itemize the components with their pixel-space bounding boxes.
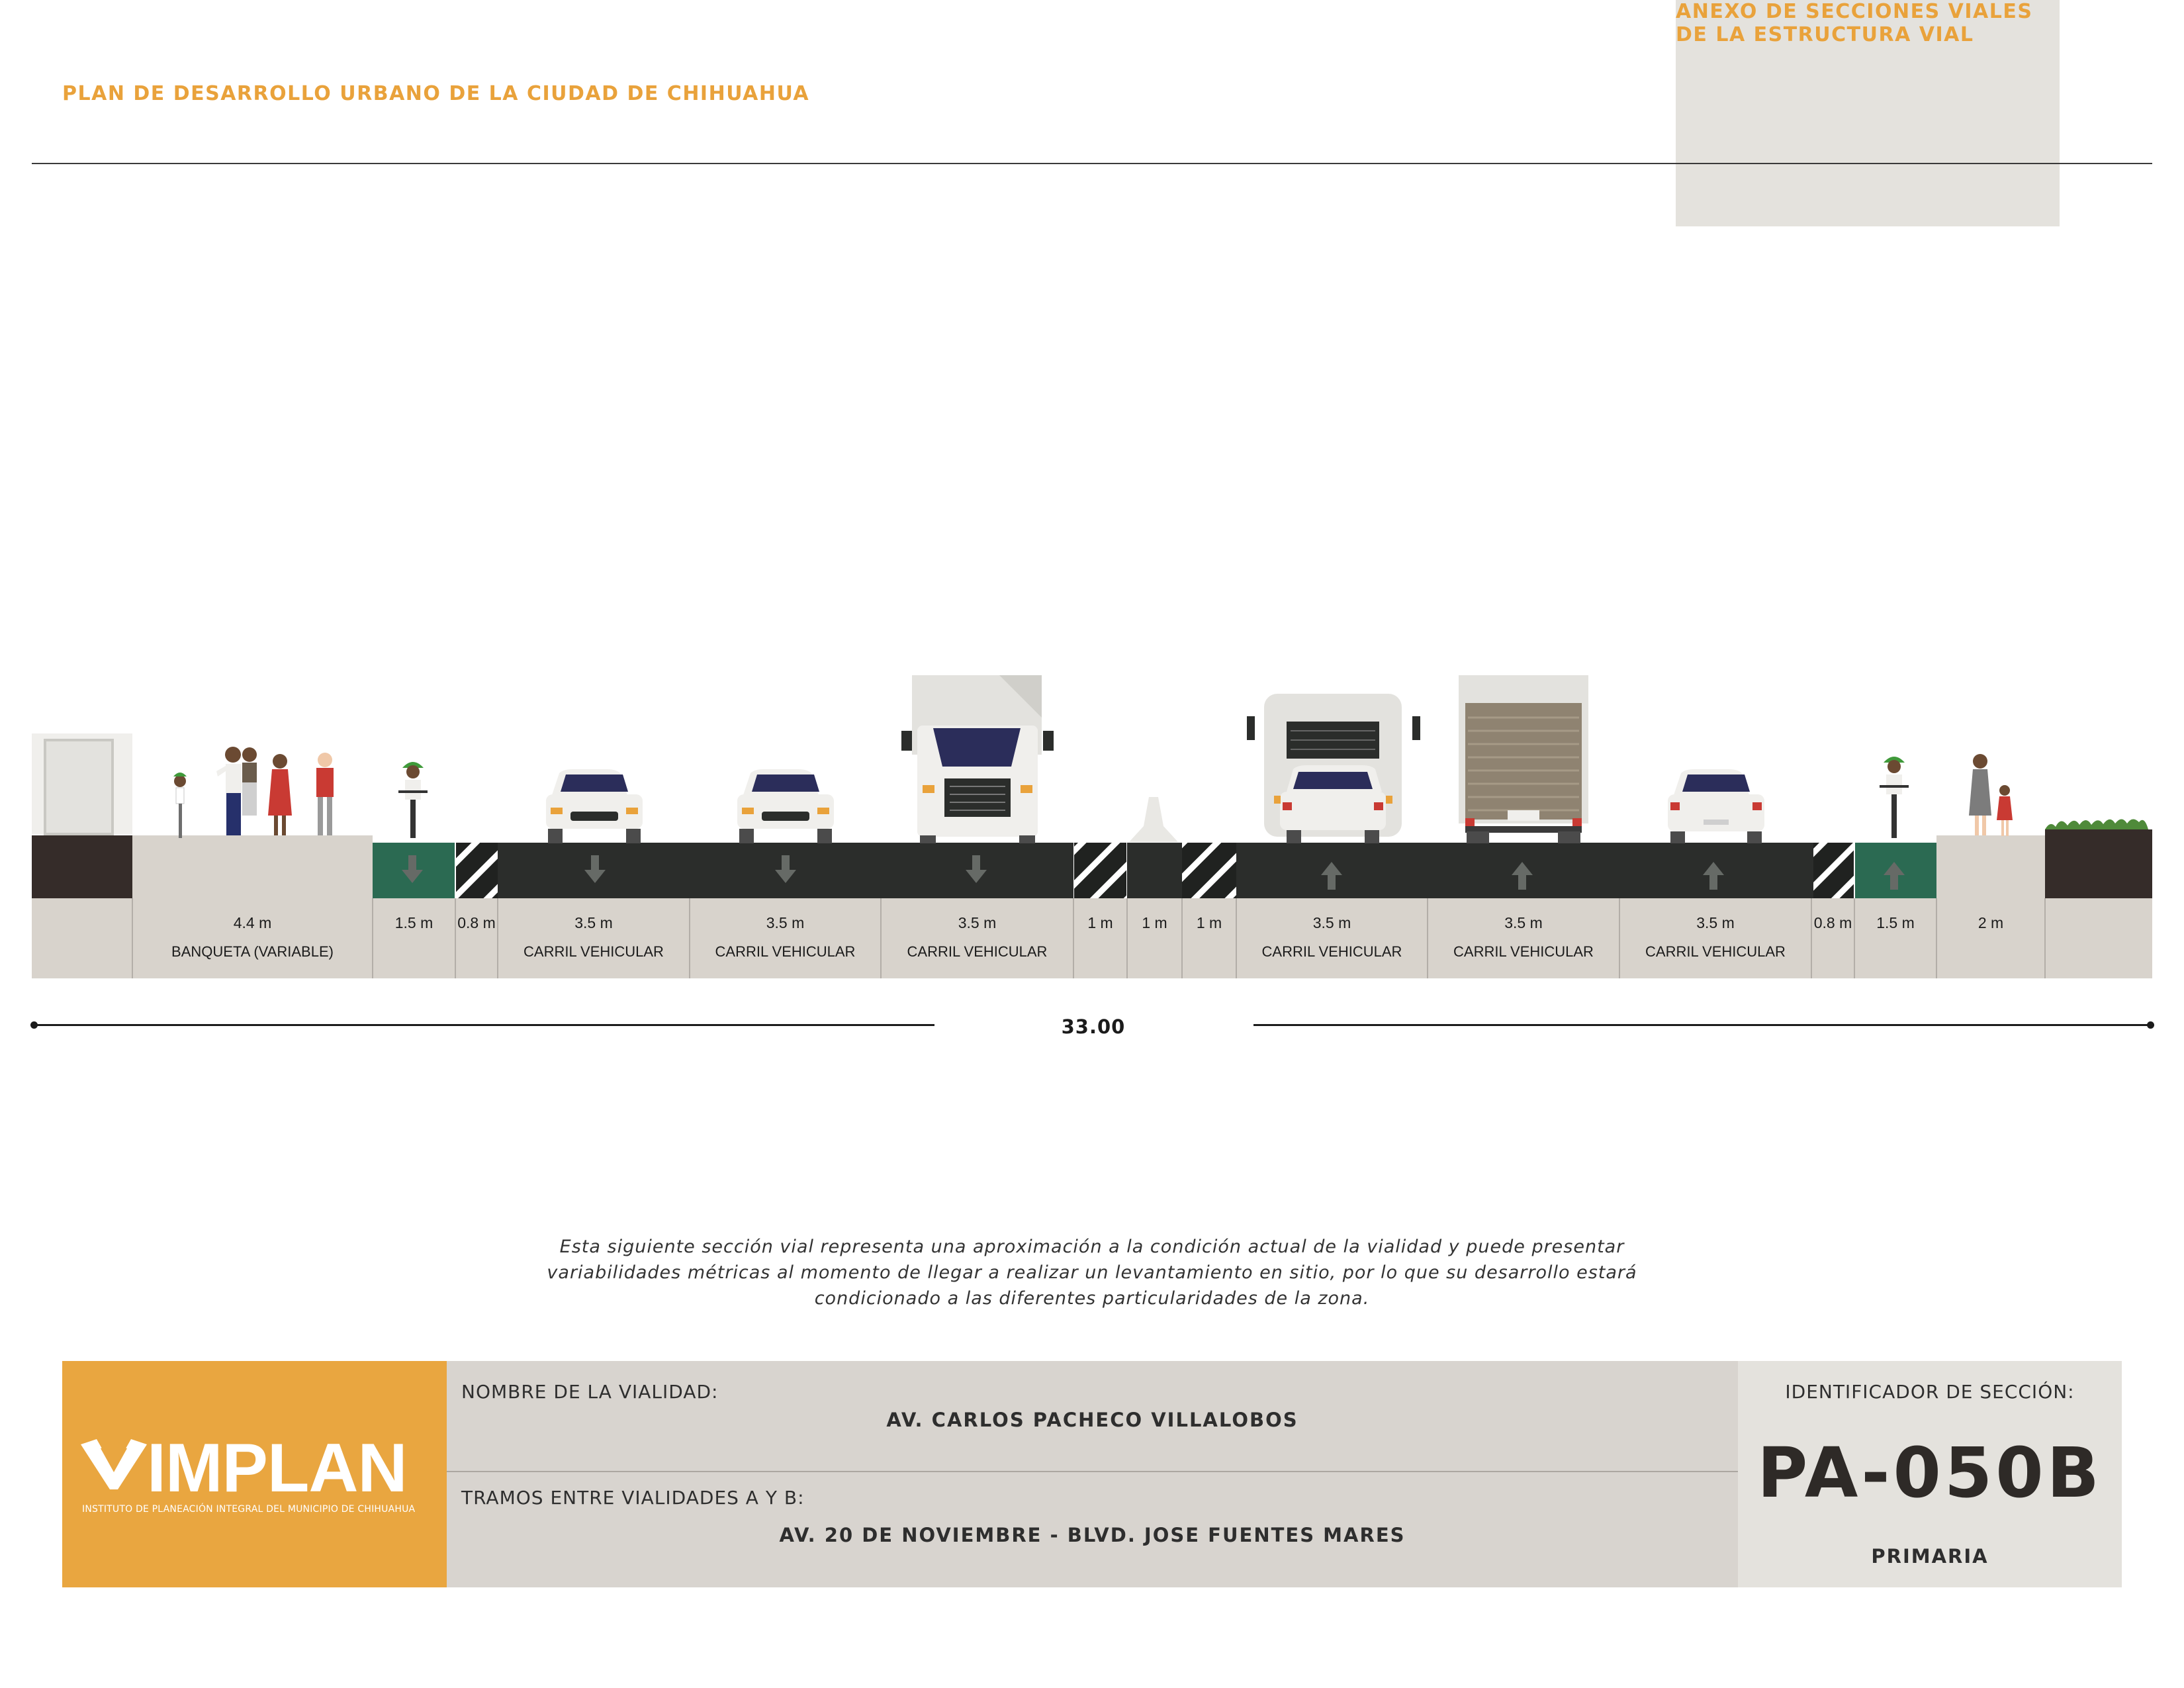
arrow-up-icon bbox=[1512, 862, 1533, 890]
logo-wordmark: IMPLAN bbox=[147, 1430, 408, 1507]
arrow-up-icon bbox=[1703, 862, 1724, 890]
median-barrier bbox=[1129, 797, 1178, 842]
arrow-down-icon bbox=[402, 855, 423, 883]
arrow-down-icon bbox=[584, 855, 606, 883]
car-icon bbox=[737, 769, 834, 843]
segment-label: 2 m bbox=[1978, 914, 2004, 931]
segment-label: 0.8 m bbox=[457, 914, 496, 931]
arrow-down-icon bbox=[966, 855, 987, 883]
total-width: 33.00 bbox=[1061, 1015, 1126, 1038]
road-cross-section bbox=[32, 675, 2152, 978]
segment-label: 1.5 m bbox=[1876, 914, 1915, 931]
child-icon bbox=[1997, 785, 2013, 836]
pedestrians-left bbox=[173, 747, 334, 838]
labels-band bbox=[32, 898, 2152, 978]
green-area bbox=[2045, 819, 2152, 898]
truck-icon bbox=[901, 675, 1054, 843]
section-id-panel: IDENTIFICADOR DE SECCIÓN: PA-050B PRIMAR… bbox=[1738, 1361, 2122, 1587]
annex-title: ANEXO DE SECCIONES VIALES DE LA ESTRUCTU… bbox=[1676, 0, 2060, 226]
building bbox=[32, 733, 132, 835]
ground-left bbox=[32, 835, 132, 898]
buffer-left bbox=[456, 843, 498, 898]
road-classification: PRIMARIA bbox=[1871, 1545, 1989, 1568]
panel-divider bbox=[447, 1471, 1738, 1472]
dimension-end-dot bbox=[2147, 1021, 2154, 1029]
logo-subtitle: INSTITUTO DE PLANEACIÓN INTEGRAL DEL MUN… bbox=[82, 1504, 416, 1515]
arrow-down-icon bbox=[775, 855, 796, 883]
pedestrian-icon bbox=[216, 747, 242, 835]
disclaimer-note: Esta siguiente sección vial representa u… bbox=[547, 1237, 1637, 1309]
arrow-up-icon bbox=[1321, 862, 1342, 890]
sidewalk-left bbox=[132, 835, 373, 898]
section-id-label: IDENTIFICADOR DE SECCIÓN: bbox=[1785, 1381, 2075, 1403]
pedestrian-icon bbox=[242, 747, 257, 816]
segment-label: 1.5 m bbox=[394, 914, 433, 931]
header-divider bbox=[32, 163, 2152, 164]
arrow-up-icon bbox=[1884, 862, 1905, 890]
car-icon bbox=[546, 769, 643, 843]
segment-label: 0.8 m bbox=[1813, 914, 1852, 931]
bus-icon bbox=[1247, 694, 1420, 843]
pedestrian-icon bbox=[268, 754, 292, 835]
dimension-line-left bbox=[33, 1024, 934, 1026]
pedestrians-right bbox=[1969, 754, 2013, 836]
dimension-line-right bbox=[1253, 1024, 2151, 1026]
box-truck-icon bbox=[1459, 675, 1588, 843]
segment-label: 1 m bbox=[1196, 914, 1222, 931]
cyclist-icon bbox=[398, 762, 428, 838]
car-icon bbox=[1668, 769, 1764, 843]
child-cyclist-icon bbox=[173, 773, 187, 838]
buffer-median-right bbox=[1182, 843, 1236, 898]
pedestrian-icon bbox=[316, 753, 334, 835]
sidewalk-right bbox=[1936, 835, 2045, 898]
cyclist-icon bbox=[1880, 757, 1909, 838]
stretch-label: TRAMOS ENTRE VIALIDADES A Y B: bbox=[461, 1487, 805, 1509]
segment-label: 1 m bbox=[1087, 914, 1113, 931]
section-info-box: IMPLAN INSTITUTO DE PLANEACIÓN INTEGRAL … bbox=[62, 1361, 2122, 1587]
plan-title: PLAN DE DESARROLLO URBANO DE LA CIUDAD D… bbox=[62, 82, 810, 105]
section-id: PA-050B bbox=[1757, 1432, 2103, 1513]
implan-logo: IMPLAN INSTITUTO DE PLANEACIÓN INTEGRAL … bbox=[62, 1361, 447, 1587]
stretch-value: AV. 20 DE NOVIEMBRE - BLVD. JOSE FUENTES… bbox=[779, 1524, 1406, 1546]
pedestrian-icon bbox=[1969, 754, 1991, 835]
implan-mark-icon bbox=[81, 1439, 147, 1489]
buffer-right bbox=[1813, 843, 1854, 898]
road-name-label: NOMBRE DE LA VIALIDAD: bbox=[461, 1381, 719, 1403]
road-info-panel: NOMBRE DE LA VIALIDAD: AV. CARLOS PACHEC… bbox=[447, 1361, 1738, 1587]
median bbox=[1127, 843, 1182, 898]
buffer-median-left bbox=[1074, 843, 1126, 898]
road-name: AV. CARLOS PACHECO VILLALOBOS bbox=[886, 1409, 1298, 1431]
segment-label: 1 m bbox=[1142, 914, 1167, 931]
